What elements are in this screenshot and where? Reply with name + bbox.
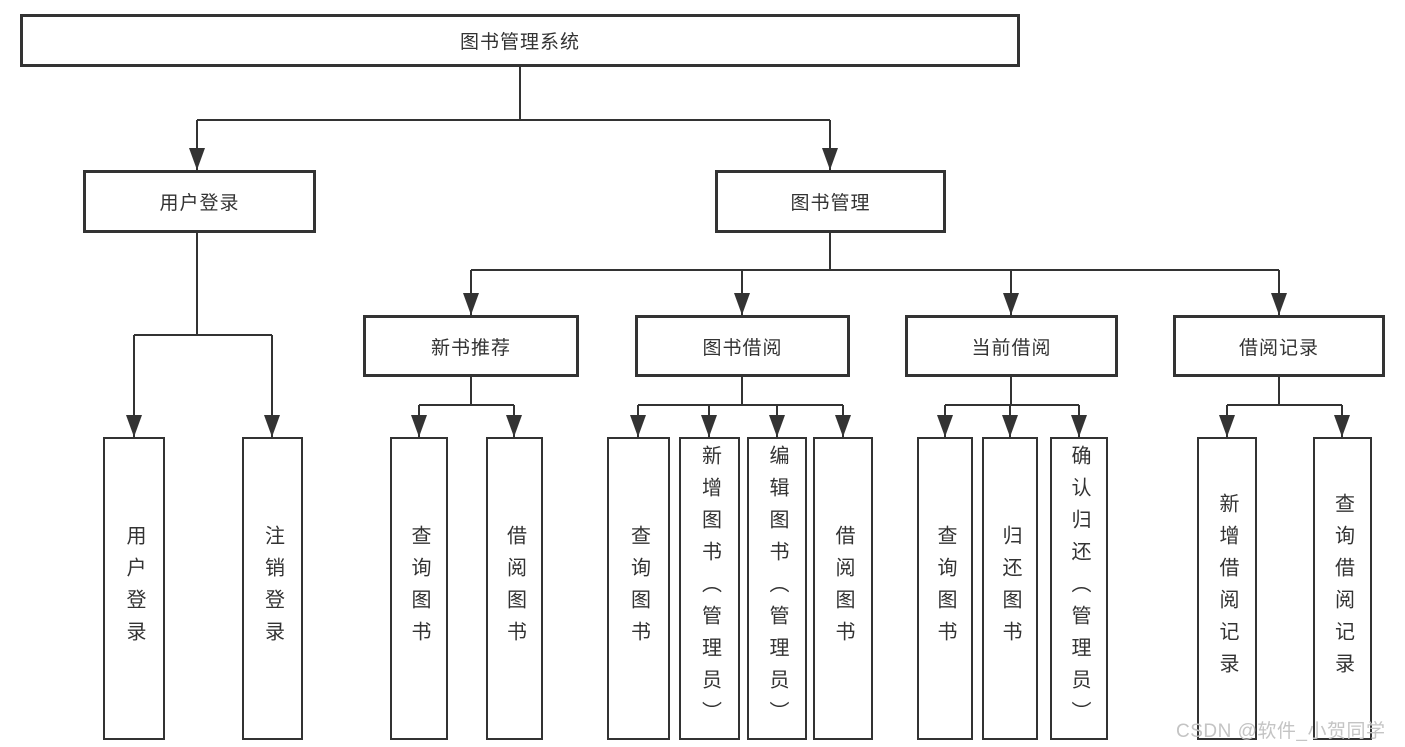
- node-label: 图书管理系统: [459, 32, 580, 53]
- node-library-management-system: 图书管理系统: [20, 14, 1020, 67]
- node-label: 图书管理: [790, 193, 871, 214]
- leaf-query-books-recommend: 查询图书: [390, 437, 448, 740]
- node-label: 当前借阅: [971, 337, 1052, 359]
- node-label: 查询借阅记录: [1331, 492, 1354, 685]
- leaf-logout: 注销登录: [242, 437, 303, 740]
- node-user-login: 用户登录: [83, 170, 316, 233]
- leaf-edit-book-admin: 编辑图书（管理员）: [747, 437, 807, 740]
- leaf-query-borrow-record: 查询借阅记录: [1313, 437, 1372, 740]
- node-label: 新增借阅记录: [1216, 492, 1238, 685]
- leaf-add-book-admin: 新增图书（管理员）: [679, 437, 740, 740]
- node-label: 借阅记录: [1238, 337, 1319, 359]
- node-label: 归还图书: [999, 524, 1021, 653]
- csdn-watermark: CSDN @软件_小贺同学: [1176, 721, 1386, 742]
- leaf-user-login: 用户登录: [103, 437, 165, 740]
- leaf-borrow-books: 借阅图书: [813, 437, 873, 740]
- leaf-return-books: 归还图书: [982, 437, 1038, 740]
- leaf-add-borrow-record: 新增借阅记录: [1197, 437, 1257, 740]
- node-label: 图书借阅: [702, 337, 783, 359]
- node-label: 借阅图书: [503, 524, 526, 653]
- node-borrow-records: 借阅记录: [1173, 315, 1385, 377]
- node-label: 用户登录: [159, 193, 240, 214]
- node-label: 查询图书: [627, 524, 650, 653]
- leaf-query-books-current: 查询图书: [917, 437, 973, 740]
- leaf-borrow-books-recommend: 借阅图书: [486, 437, 543, 740]
- node-label: 编辑图书（管理员）: [766, 444, 788, 733]
- node-label: 用户登录: [123, 524, 145, 653]
- node-book-borrow: 图书借阅: [635, 315, 850, 377]
- leaf-confirm-return-admin: 确认归还（管理员）: [1050, 437, 1108, 740]
- node-label: 借阅图书: [832, 524, 854, 653]
- node-label: 查询图书: [408, 524, 430, 653]
- node-label: 确认归还（管理员）: [1068, 444, 1090, 733]
- node-label: 新书推荐: [430, 337, 511, 359]
- node-new-book-recommend: 新书推荐: [363, 315, 579, 377]
- node-label: 注销登录: [261, 524, 284, 653]
- node-label: 新增图书（管理员）: [698, 444, 721, 733]
- node-book-management: 图书管理: [715, 170, 946, 233]
- node-current-borrow: 当前借阅: [905, 315, 1118, 377]
- leaf-query-books-borrow: 查询图书: [607, 437, 670, 740]
- node-label: 查询图书: [934, 524, 956, 653]
